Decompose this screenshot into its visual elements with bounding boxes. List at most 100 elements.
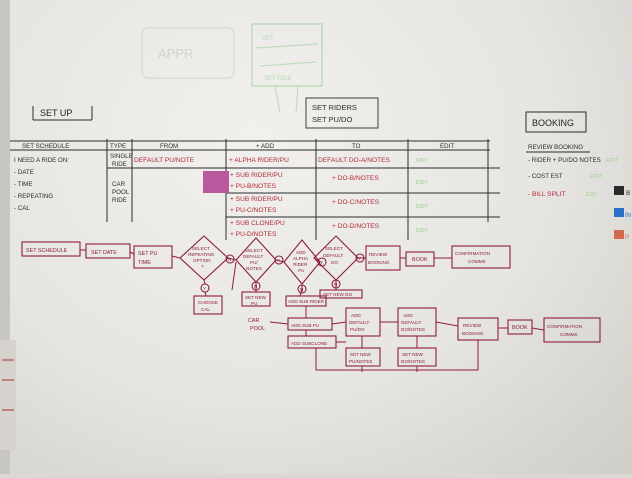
carpool-to-cell: + DO-C/NOTES [332, 199, 380, 206]
header-set-schedule: SET SCHEDULE [22, 143, 69, 150]
carpool-add-cell: + SUB RIDER/PU [230, 196, 283, 203]
edge-mark-orange [614, 230, 624, 239]
edit-mark: EDIT [416, 228, 429, 234]
flow-diamond-repeating: OPTION [193, 258, 211, 263]
flow2-box-add-sub-pu: ADD SUB PU [291, 323, 319, 328]
flow-label-n: N [228, 257, 231, 262]
header-type: TYPE [110, 143, 126, 150]
flow-diamond-alpha: ALPHA [293, 256, 309, 261]
flow-diamond-alpha: ADD [296, 250, 306, 255]
flow-box-book: BOOK [412, 257, 428, 263]
flow2-box-review: BOOKING [462, 331, 484, 336]
review-booking-list: REVIEW BOOKING - RIDER + PU/DO NOTES - C… [526, 144, 619, 198]
flow-diamond-pu: NOTES [246, 266, 262, 271]
flow2-box-add-default-notes: ADD [403, 313, 413, 318]
flow2-box-add-default-do: PU/DO [350, 327, 365, 332]
flow-label-y: Y [320, 260, 323, 265]
flow2-box-confirm: COMMS [560, 332, 578, 337]
carpool-to-cell: + DO-D/NOTES [332, 223, 380, 230]
flow-diamond-do: SELECT [325, 246, 343, 251]
flowchart-car-pool: CAR POOL ADD SUB RIDER ADD SUB PU ADD SU… [248, 288, 601, 372]
type-carpool: RIDE [112, 197, 127, 204]
flow-box-set-pu-time: SET PU [138, 251, 157, 257]
type-single: RIDE [112, 161, 127, 168]
flow-box-confirm: COMMS [468, 259, 486, 264]
riders-heading-line1: SET RIDERS [312, 103, 357, 112]
edge-letter: B [626, 190, 630, 197]
edge-letter: P [625, 235, 629, 241]
header-edit: EDIT [440, 143, 454, 150]
single-from-cell: DEFAULT PU/NOTE [134, 157, 195, 164]
flow-box-set-date: SET DATE [91, 250, 117, 256]
schedule-line: - DATE [14, 169, 34, 176]
flow-box-choose-cal: CHOOSE [198, 300, 218, 305]
ghost-text-appr: APPR [158, 46, 193, 61]
carpool-add-cell: + PU-B/NOTES [230, 183, 277, 190]
flow2-box-set-new-pu-notes: SET NEW [350, 352, 372, 357]
flow2-box-add-subclone: ADD SUBCLONE [291, 341, 327, 346]
flow2-box-set-new-pu-notes: PU/NOTES [349, 359, 372, 364]
review-line: - RIDER + PU/DO NOTES [528, 157, 601, 164]
schedule-line: - TIME [14, 181, 32, 188]
review-line-bill: - BILL SPLIT [528, 191, 566, 198]
flow-diamond-do: DEFAULT [323, 253, 344, 258]
riders-heading-line2: SET PU/DO [312, 115, 352, 124]
flow2-box-add-default-do: DEFAULT [349, 320, 370, 325]
single-add-cell: + ALPHA RIDER/PU [229, 157, 289, 164]
setup-table: SET SCHEDULE TYPE FROM + ADD TO EDIT I N… [10, 139, 500, 240]
flow2-box-add-sub-rider: ADD SUB RIDER [288, 299, 325, 304]
flow2-box-set-new-do-notes: SET NEW [402, 352, 424, 357]
schedule-line: - CAL [14, 205, 30, 212]
edit-mark: EDIT [416, 204, 429, 210]
flow-box-set-schedule: SET SCHEDULE [26, 248, 68, 254]
flow-diamond-alpha: PU [298, 268, 304, 273]
flow2-box-add-default-notes: DO/NOTES [401, 327, 425, 332]
paper-notes [0, 340, 16, 450]
header-add: + ADD [256, 143, 275, 150]
flow2-box-book: BOOK [512, 325, 528, 331]
flow-box-set-pu-time: TIME [138, 260, 151, 266]
flow-diamond-pu: SELECT [245, 248, 263, 253]
ghost-text-set-ride: SET RIDE [264, 76, 292, 82]
flow2-label-car-pool: CAR [248, 318, 259, 324]
flow-box-confirm: CONFIRMATION [455, 251, 490, 256]
flow-box-review: BOOKING [368, 260, 390, 265]
flow-diamond-pu: DEFAULT [243, 254, 264, 259]
flowchart-single-ride: SET SCHEDULE SET DATE SET PU TIME SELECT… [21, 235, 511, 315]
carpool-add-cell: + SUB RIDER/PU [230, 172, 283, 179]
flow2-box-review: REVIEW [463, 323, 482, 328]
review-line: - COST EST [528, 173, 563, 180]
edge-letter: IN [625, 213, 631, 219]
ghost-text-set: SET [262, 36, 274, 42]
type-carpool: CAR [112, 181, 126, 188]
flow-box-set-new-pu: SET NEW [245, 295, 267, 300]
flow2-box-set-new-do-notes: DO/NOTES [401, 359, 425, 364]
edit-mark: EDIT [606, 158, 619, 164]
flow2-box-confirm: CONFIRMATION [547, 324, 582, 329]
carpool-add-cell: + PU-D/NOTES [230, 231, 277, 238]
flow-box-choose-cal: CAL [201, 307, 210, 312]
flow-diamond-repeating: SELECT [192, 246, 210, 251]
setup-heading: SET UP [40, 108, 72, 118]
edit-mark: EDIT [586, 192, 599, 198]
edge-mark-blue [614, 208, 624, 217]
flow2-box-add-default-notes: DEFAULT [401, 320, 422, 325]
erased-ghost-sketch: APPR SET SET RIDE [141, 23, 323, 113]
header-to: TO [352, 143, 361, 150]
type-carpool: POOL [112, 189, 130, 196]
flow-box-review: REVIEW [369, 252, 388, 257]
schedule-line: I NEED A RIDE ON: [14, 157, 69, 164]
edit-mark: EDIT [416, 180, 429, 186]
flow-box-set-new-pu: PU [251, 301, 257, 306]
review-title: REVIEW BOOKING [528, 144, 583, 151]
wall-edge [0, 0, 10, 474]
flow-diamond-repeating: ? [201, 264, 204, 269]
header-from: FROM [160, 143, 178, 150]
flow-diamond-pu: PU/ [250, 260, 258, 265]
edit-mark: EDIT [416, 158, 429, 164]
carpool-to-cell: + DO-B/NOTES [332, 175, 379, 182]
flow-box-set-new-do: SET NEW DO [323, 292, 352, 297]
booking-heading: BOOKING [532, 118, 574, 128]
